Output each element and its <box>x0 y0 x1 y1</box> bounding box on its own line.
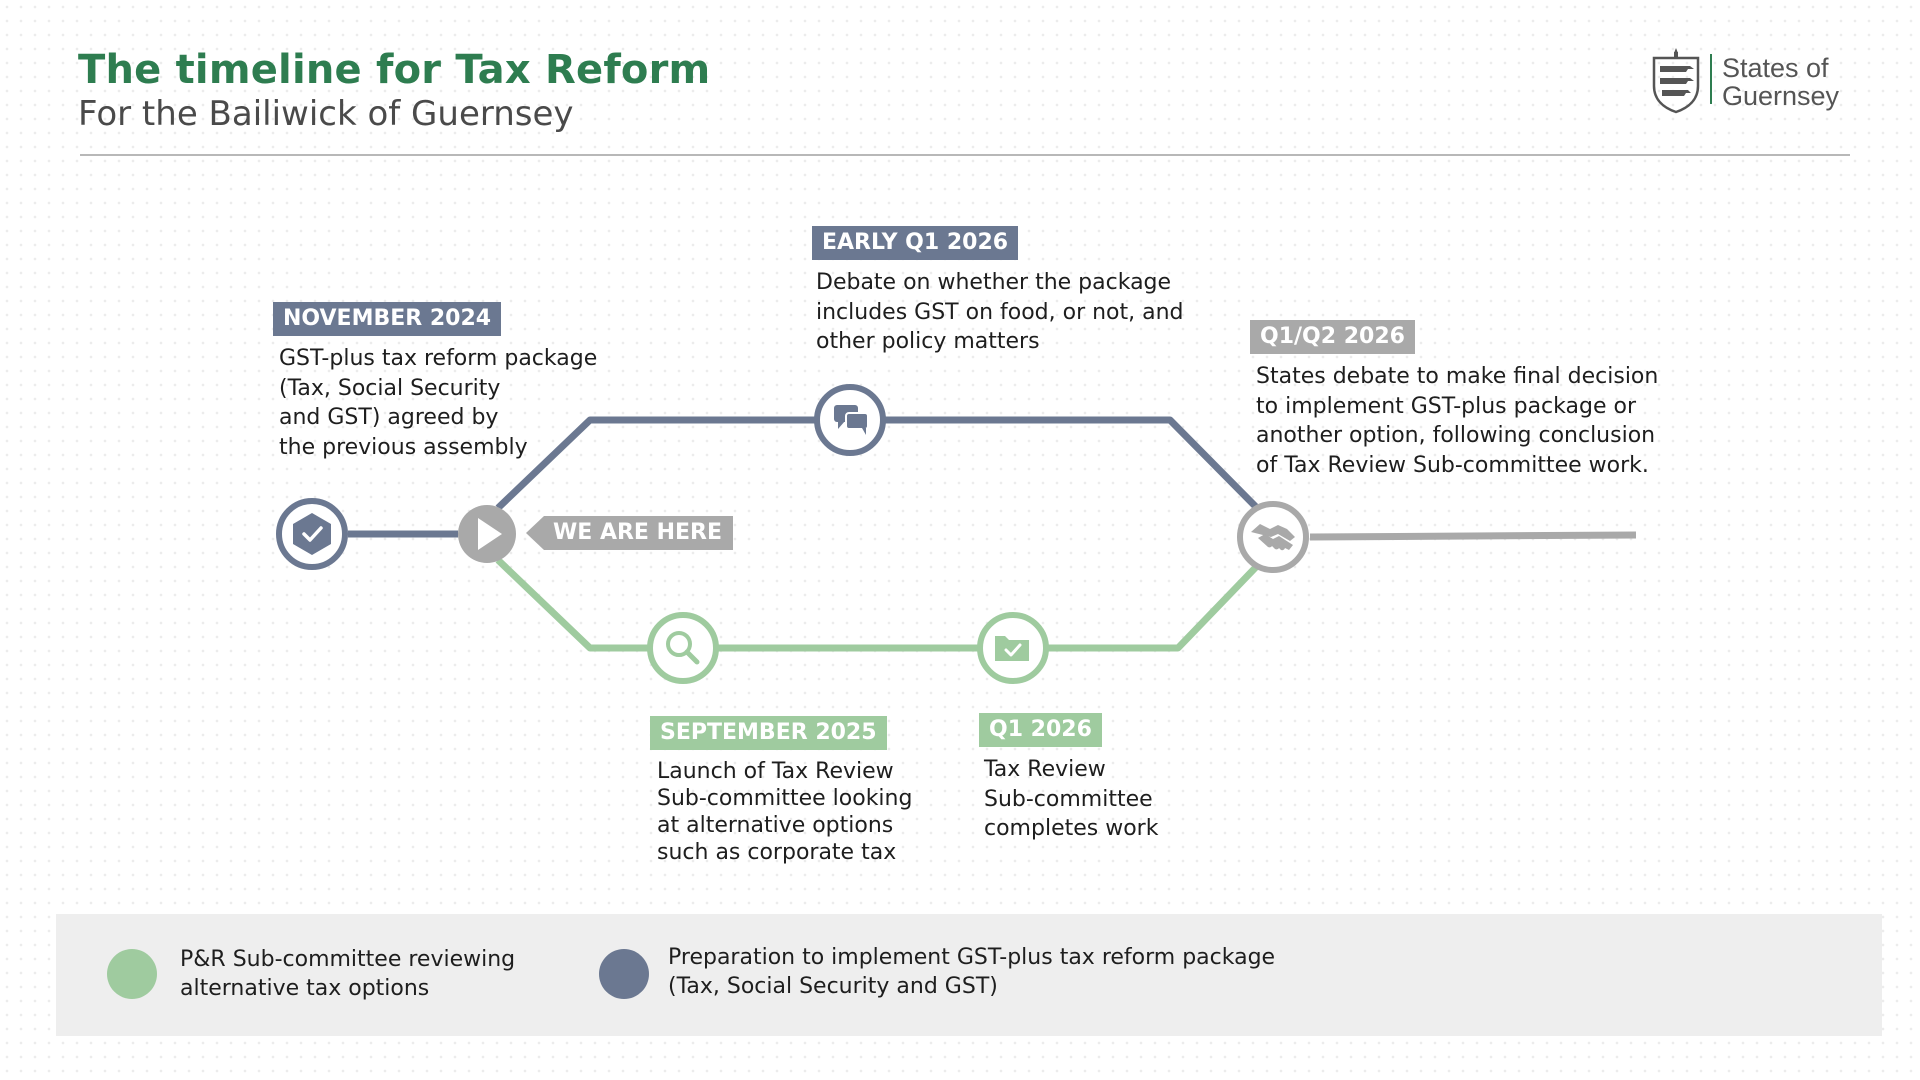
description-line: Tax Review <box>984 757 1106 782</box>
description-line: another option, following conclusion <box>1256 423 1656 448</box>
description-line: includes GST on food, or not, and <box>816 299 1184 325</box>
description-line: Sub-committee looking <box>657 786 913 811</box>
legend-swatch-blue <box>599 949 649 999</box>
description-line: such as corporate tax <box>657 840 897 865</box>
speech-bubbles-icon <box>834 405 869 435</box>
track-grey-final <box>1309 531 1637 541</box>
handshake-icon <box>1251 524 1295 551</box>
logo-wordmark: States of Guernsey <box>1722 54 1839 110</box>
date-tag-q1-2026: Q1 2026 <box>979 713 1102 747</box>
date-tag-november-2024: NOVEMBER 2024 <box>273 302 502 336</box>
date-tag-early-q1-2026: EARLY Q1 2026 <box>812 226 1019 260</box>
date-tag-q1-q2-2026: Q1/Q2 2026 <box>1250 320 1415 354</box>
logo-line-1: States of <box>1722 53 1829 83</box>
magnifier-icon <box>666 631 700 665</box>
description-line: at alternative options <box>657 813 894 838</box>
description-line: Debate on whether the package <box>816 270 1172 295</box>
description-line: and GST) agreed by <box>279 405 499 430</box>
description-q1-2026: Tax Review Sub-committee completes work <box>984 755 1158 844</box>
play-icon <box>478 518 502 550</box>
description-line: (Tax, Social Security <box>279 375 501 401</box>
page-title: The timeline for Tax Reform <box>78 47 711 93</box>
milestone-node-q1-2026 <box>977 612 1049 684</box>
description-line: other policy matters <box>816 329 1040 354</box>
legend-item-blue: Preparation to implement GST-plus tax re… <box>668 943 1275 1001</box>
legend-line: (Tax, Social Security and GST) <box>668 974 998 999</box>
current-position-node <box>458 505 516 563</box>
description-line: the previous assembly <box>279 434 528 460</box>
description-november-2024: GST-plus tax reform package (Tax, Social… <box>279 344 597 462</box>
legend-line: Preparation to implement GST-plus tax re… <box>668 945 1276 970</box>
milestone-node-september-2025 <box>647 612 719 684</box>
states-of-guernsey-logo: States of Guernsey <box>1650 44 1850 118</box>
we-are-here-label: WE ARE HERE <box>544 516 734 550</box>
header-divider <box>80 154 1850 156</box>
legend-item-green: P&R Sub-committee reviewing alternative … <box>180 945 515 1003</box>
description-line: States debate to make final decision <box>1256 364 1659 389</box>
description-line: of Tax Review Sub-committee work. <box>1256 452 1649 478</box>
description-line: Launch of Tax Review <box>657 759 894 784</box>
date-tag-september-2025: SEPTEMBER 2025 <box>650 716 887 750</box>
description-line: completes work <box>984 816 1159 841</box>
legend-panel: P&R Sub-committee reviewing alternative … <box>56 914 1882 1036</box>
guernsey-crest-icon <box>1652 48 1700 114</box>
legend-line: P&R Sub-committee reviewing <box>180 947 516 972</box>
description-early-q1-2026: Debate on whether the package includes G… <box>816 268 1184 357</box>
logo-line-2: Guernsey <box>1722 81 1840 111</box>
milestone-node-q1-q2-2026 <box>1237 501 1309 573</box>
folder-check-icon <box>995 636 1029 661</box>
description-line: GST-plus tax reform package <box>279 346 598 371</box>
legend-line: alternative tax options <box>180 976 430 1001</box>
description-line: Sub-committee <box>984 786 1153 812</box>
description-line: to implement GST-plus package or <box>1256 393 1636 419</box>
logo-divider <box>1710 54 1712 104</box>
legend-swatch-green <box>107 949 157 999</box>
milestone-node-early-q1-2026 <box>814 384 886 456</box>
we-are-here-pointer-icon <box>526 516 544 550</box>
page-subtitle: For the Bailiwick of Guernsey <box>78 94 574 134</box>
description-september-2025: Launch of Tax Review Sub-committee looki… <box>657 758 912 866</box>
description-q1-q2-2026: States debate to make final decision to … <box>1256 362 1658 480</box>
milestone-node-november-2024 <box>276 498 348 570</box>
track-green-path <box>495 557 1260 652</box>
shield-check-icon <box>293 513 331 555</box>
